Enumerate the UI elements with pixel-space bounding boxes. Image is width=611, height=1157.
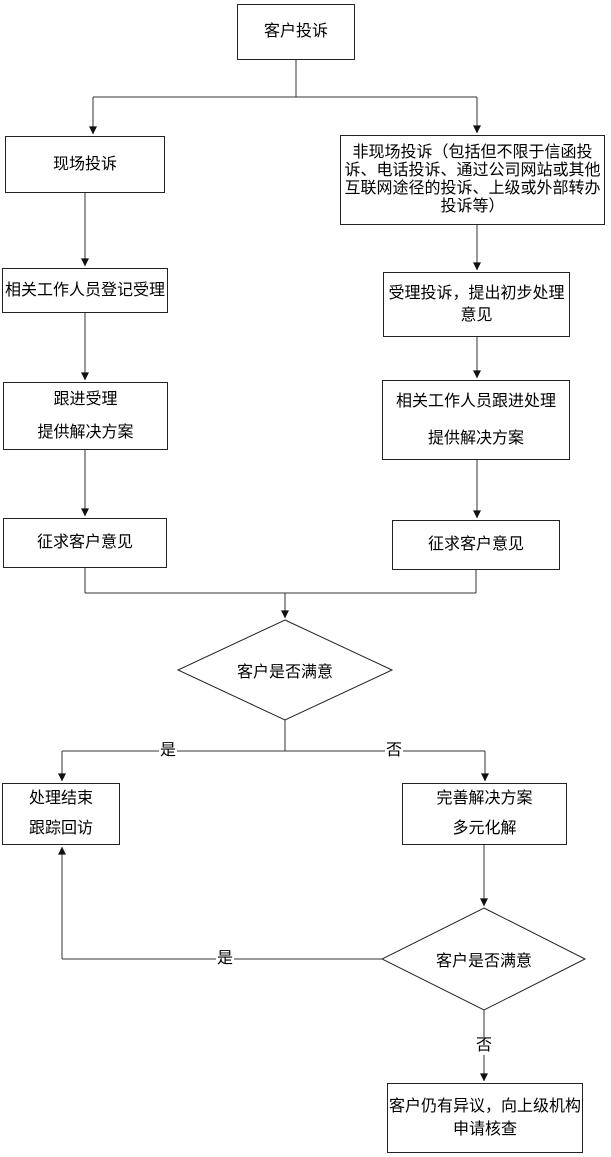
node-offsite-complaint-line1: 非现场投诉（包括但不限于信函投 [352,144,593,161]
node-improve-solution-line1: 完善解决方案 [436,790,533,807]
decision-customer-satisfied-1-label: 客户是否满意 [236,664,333,681]
node-followup-offsite-line2: 提供解决方案 [427,430,524,447]
node-offsite-complaint-line4: 投诉等） [440,198,505,215]
edge-label-decision1-yes: 是 [158,742,178,760]
node-onsite-complaint: 现场投诉 [5,136,165,193]
node-escalate-to-superior-line1: 客户仍有异议，向上级机构 [388,1098,581,1115]
node-process-end-line1: 处理结束 [28,790,93,807]
node-escalate-to-superior-line2: 申请核查 [452,1121,517,1138]
node-escalate-to-superior: 客户仍有异议，向上级机构 申请核查 [387,1083,583,1153]
decision-diamond-2-shape [380,907,587,1011]
node-process-end-followup-visit: 处理结束 跟踪回访 [2,783,120,845]
node-improve-solution-line2: 多元化解 [452,820,517,837]
node-followup-onsite: 跟进受理 提供解决方案 [3,382,168,450]
decision-customer-satisfied-2-label: 客户是否满意 [435,953,532,970]
node-register-acceptance: 相关工作人员登记受理 [2,268,168,313]
decision-diamond-1-shape [176,619,394,721]
node-seek-customer-feedback-right-label: 征求客户意见 [427,536,524,553]
node-initial-handling-opinion: 受理投诉，提出初步处理 意见 [383,272,570,337]
edge-label-decision2-yes: 是 [215,950,235,968]
node-offsite-complaint-line3: 互联网途径的投诉、上级或外部转办 [344,180,601,197]
node-initial-handling-opinion-line1: 受理投诉，提出初步处理 [388,284,565,302]
node-customer-complaint-label: 客户投诉 [263,23,328,40]
node-offsite-complaint-line2: 诉、电话投诉、通过公司网站或其他 [344,162,601,179]
decision-customer-satisfied-2: 客户是否满意 [384,947,584,971]
node-followup-onsite-line2: 提供解决方案 [37,424,134,441]
node-followup-onsite-line1: 跟进受理 [53,391,118,408]
node-process-end-line2: 跟踪回访 [28,820,93,837]
decision-customer-satisfied-1: 客户是否满意 [185,658,385,682]
node-seek-customer-feedback-left-label: 征求客户意见 [36,534,133,551]
node-followup-offsite-line1: 相关工作人员跟进处理 [395,393,556,410]
node-customer-complaint: 客户投诉 [237,4,355,60]
edge-label-decision1-no: 否 [384,742,404,760]
node-improve-solution: 完善解决方案 多元化解 [402,783,567,845]
node-seek-customer-feedback-right: 征求客户意见 [392,520,560,570]
node-offsite-complaint: 非现场投诉（包括但不限于信函投 诉、电话投诉、通过公司网站或其他 互联网途径的投… [340,135,605,225]
node-onsite-complaint-label: 现场投诉 [52,155,117,173]
node-initial-handling-opinion-line2: 意见 [460,306,493,324]
node-seek-customer-feedback-left: 征求客户意见 [3,518,167,568]
edge-label-decision2-no: 否 [474,1037,494,1055]
node-register-acceptance-label: 相关工作人员登记受理 [4,281,165,299]
node-followup-offsite: 相关工作人员跟进处理 提供解决方案 [382,380,570,460]
